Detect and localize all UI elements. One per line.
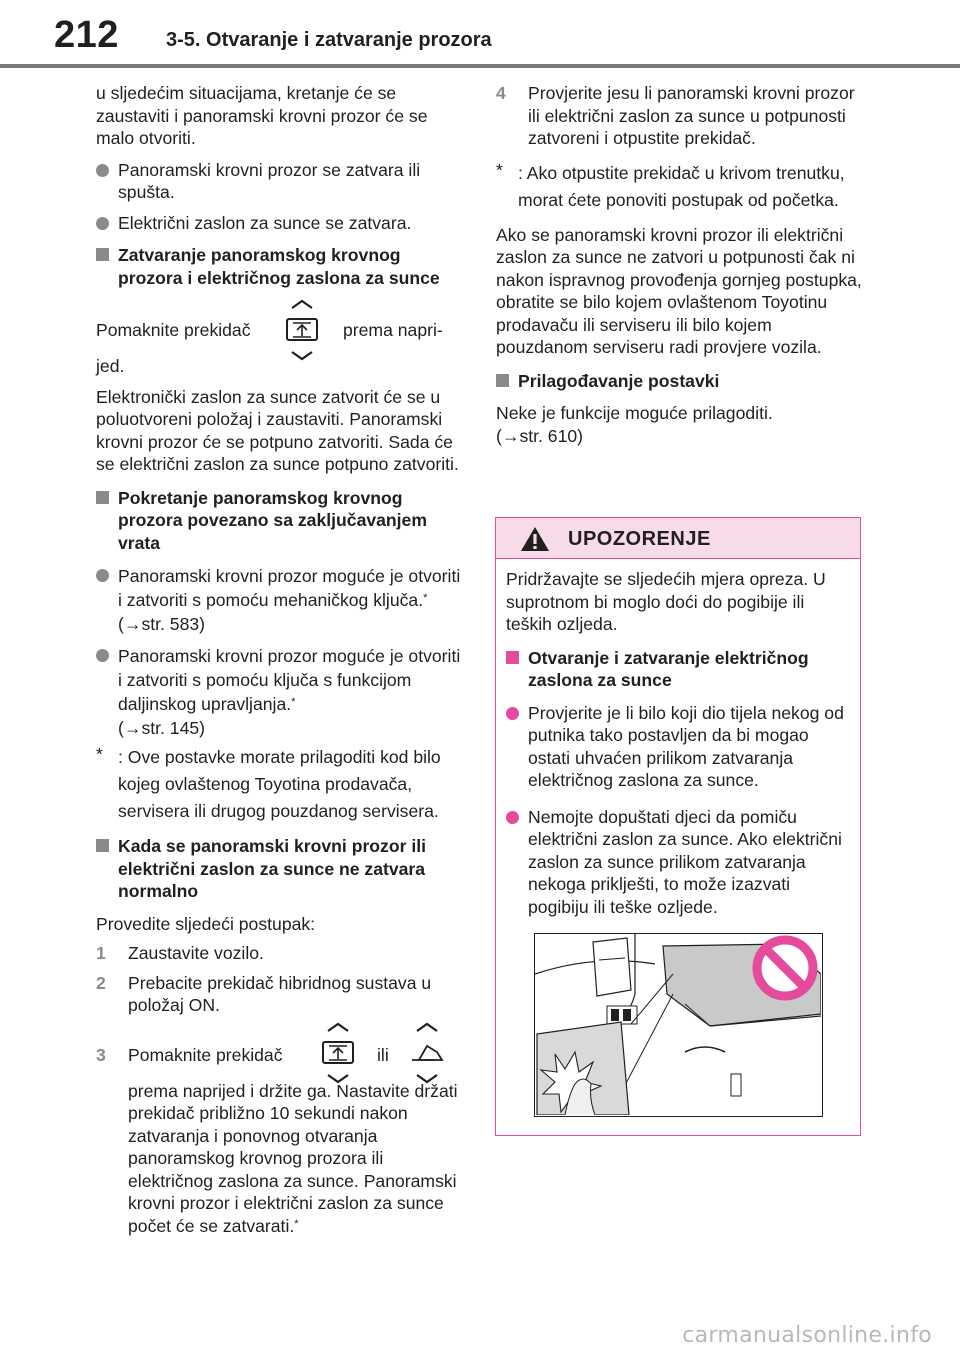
- list-item: 4 Provjerite jesu li panoramski krovni p…: [496, 83, 855, 148]
- page-reference: (→str. 610): [496, 425, 584, 446]
- step-text: prema naprijed i držite ga. Nastavite dr…: [128, 1080, 458, 1236]
- left-column: u sljedećim situacijama, kretanje će se …: [96, 82, 468, 1237]
- list-item: Panoramski krovni prozor moguće je otvor…: [96, 564, 468, 636]
- warning-title: UPOZORENJE: [568, 528, 711, 550]
- page-number: 212: [54, 14, 119, 56]
- watermark: carmanualsonline.info: [682, 1323, 932, 1348]
- right-column: 4 Provjerite jesu li panoramski krovni p…: [496, 82, 868, 447]
- paragraph: Elektronički zaslon za sunce zatvorit će…: [96, 386, 459, 475]
- bullet-dot: [96, 216, 109, 230]
- bullet-dot: [96, 163, 109, 177]
- list-item: Panoramski krovni prozor moguće je otvor…: [96, 644, 468, 740]
- section-heading: Otvaranje i zatvaranje električnog zaslo…: [506, 647, 852, 692]
- warning-box: UPOZORENJE Pridržavajte se sljedećih mje…: [495, 517, 861, 1136]
- paragraph: Ako se panoramski krovni prozor ili elek…: [496, 224, 862, 358]
- paragraph: Neke je funkcije moguće prilagoditi.: [496, 403, 773, 423]
- page-header: 212 3-5. Otvaranje i zatvaranje prozora: [0, 0, 960, 60]
- section-title: 3-5. Otvaranje i zatvaranje prozora: [166, 29, 492, 51]
- prohibition-icon: [752, 935, 818, 1001]
- switch-slide-icon: [284, 299, 320, 361]
- paragraph: Provedite sljedeći postupak:: [96, 913, 316, 934]
- heading-marker: [496, 373, 509, 387]
- heading-marker: [96, 839, 109, 852]
- section-heading: Kada se panoramski krovni prozor ili ele…: [96, 835, 468, 903]
- footnote: * : Ako otpustite prekidač u krivom tren…: [496, 159, 845, 210]
- warning-body: Pridržavajte se sljedećih mjera opreza. …: [506, 568, 852, 926]
- switch-tilt-icon: [409, 1022, 445, 1084]
- section-heading: Prilagođavanje postavki: [496, 370, 868, 393]
- switch-slide-icon: [320, 1022, 356, 1084]
- bullet-dot: [96, 649, 109, 662]
- bullet-dot: [506, 706, 519, 720]
- heading-marker: [96, 490, 109, 504]
- switch-instruction: 3 Pomaknite prekidač ili: [96, 1022, 468, 1084]
- list-item: Provjerite je li bilo koji dio tijela ne…: [506, 702, 852, 792]
- switch-instruction: Pomaknite prekidač prema napri-: [96, 299, 468, 361]
- list-item: 2 Prebacite prekidač hibridnog sustava u…: [96, 972, 432, 1016]
- bullet-dot: [96, 569, 109, 582]
- section-heading: Zatvaranje panoramskog krovnog prozora i…: [96, 244, 468, 289]
- heading-marker: [506, 650, 519, 664]
- list-item: 1 Zaustavite vozilo.: [96, 943, 264, 963]
- intro-paragraph: u sljedećim situacijama, kretanje će se …: [96, 83, 428, 148]
- footnote: * : Ove postavke morate prilagoditi kod …: [96, 744, 441, 821]
- list-item: Panoramski krovni prozor se zatvara ili …: [96, 159, 468, 204]
- header-divider: [0, 64, 960, 68]
- list-item: Nemojte dopuštati djeci da pomiču elektr…: [506, 806, 852, 919]
- list-item: Električni zaslon za sunce se zatvara.: [96, 212, 468, 235]
- heading-marker: [96, 248, 109, 261]
- bullet-dot: [506, 810, 519, 824]
- section-heading: Pokretanje panoramskog krovnog prozora p…: [96, 487, 468, 555]
- warning-triangle-icon: [520, 526, 550, 557]
- illustration-sunshade-hand: [534, 933, 823, 1117]
- warning-header: UPOZORENJE: [496, 518, 860, 559]
